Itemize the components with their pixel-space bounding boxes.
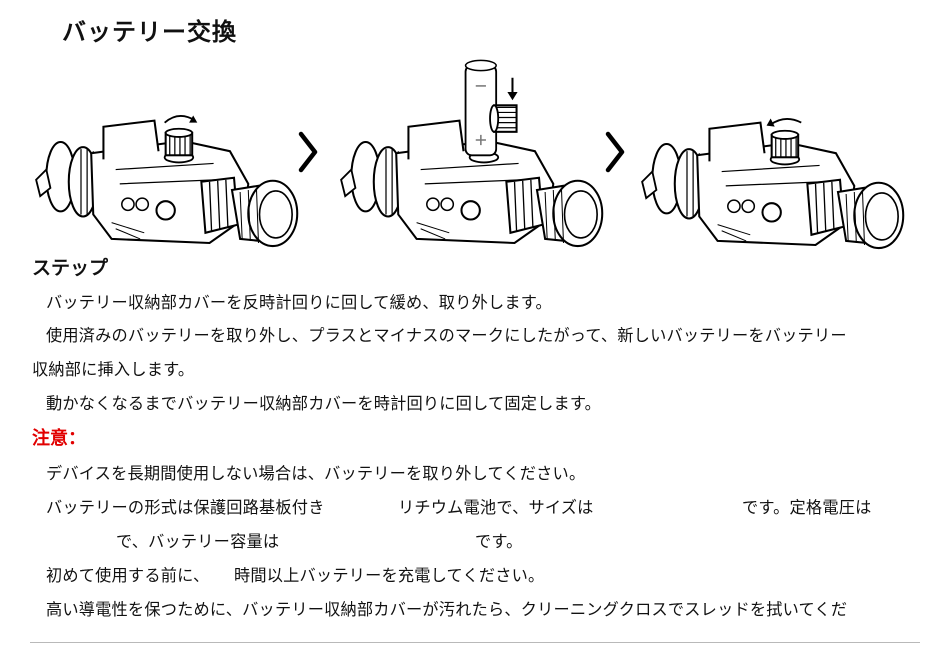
step-3-text: 動かなくなるまでバッテリー収納部カバーを時計回りに回して固定します。 — [46, 394, 602, 413]
step3-scope-illustration — [641, 118, 905, 250]
step2-scope-illustration — [340, 59, 604, 248]
notes-heading: 注意： — [32, 428, 86, 449]
battery-replacement-illustration — [35, 59, 905, 250]
note-2-text-b: リチウム電池で、サイズは — [398, 498, 594, 517]
note-1-text: デバイスを長期間使用しない場合は、バッテリーを取り外してください。 — [46, 464, 586, 483]
step-1-text: バッテリー収納部カバーを反時計回りに回して緩め、取り外します。 — [46, 293, 552, 312]
note-2-text-e: です。 — [475, 532, 523, 551]
note-2-text-a: バッテリーの形式は保護回路基板付き — [46, 498, 325, 517]
chevron-right-icon — [301, 134, 315, 170]
note-2-text-c: です。定格電圧は — [742, 498, 872, 517]
note-2-text-d: で、バッテリー容量は — [116, 532, 280, 551]
chevron-right-icon — [608, 134, 622, 170]
step-2-text-continued: 収納部に挿入します。 — [32, 360, 195, 379]
footer-divider — [30, 642, 920, 643]
steps-heading: ステップ — [32, 257, 109, 279]
step1-scope-illustration — [35, 115, 299, 248]
page-title: バッテリー交換 — [62, 18, 237, 46]
step-2-text: 使用済みのバッテリーを取り外し、プラスとマイナスのマークにしたがって、新しいバッ… — [46, 326, 847, 345]
note-3-text-a: 初めて使用する前に、 — [46, 566, 210, 585]
note-3-text-b: 時間以上バッテリーを充電してください。 — [234, 566, 545, 585]
note-4-text: 高い導電性を保つために、バッテリー収納部カバーが汚れたら、クリーニングクロスでス… — [46, 600, 848, 619]
